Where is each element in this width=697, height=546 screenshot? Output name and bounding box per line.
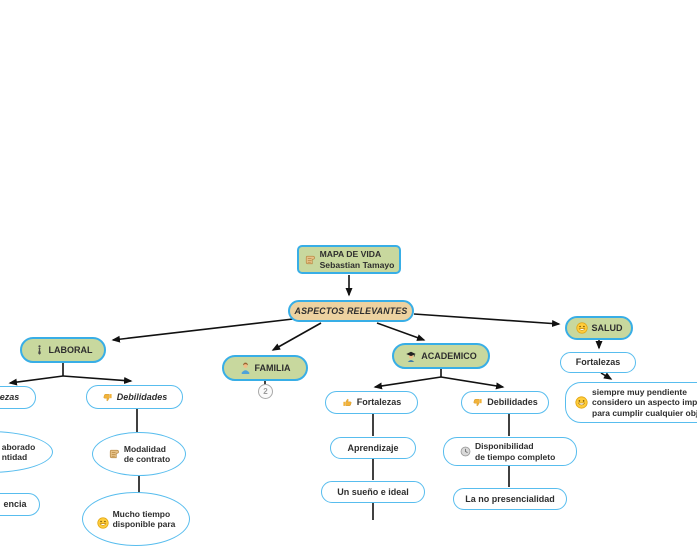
node-mapa-de-vida[interactable]: MAPA DE VIDA Sebastian Tamayo xyxy=(297,245,401,274)
node-aspectos-relevantes[interactable]: ASPECTOS RELEVANTES xyxy=(288,300,414,322)
smiley-icon xyxy=(575,396,588,409)
node-modalidad-contrato[interactable]: Modalidad de contrato xyxy=(92,432,186,476)
node-salud-fortalezas[interactable]: Fortalezas xyxy=(560,352,636,373)
node-academico-fortalezas[interactable]: Fortalezas xyxy=(325,391,418,414)
thumbs-down-icon xyxy=(102,392,113,403)
node-laboral-debilidades[interactable]: Debilidades xyxy=(86,385,183,409)
node-disponibilidad[interactable]: Disponibilidad de tiempo completo xyxy=(443,437,577,466)
node-familia[interactable]: FAMILIA xyxy=(222,355,308,381)
node-academico[interactable]: ACADEMICO xyxy=(392,343,490,369)
scroll-icon xyxy=(304,254,316,266)
person-icon xyxy=(240,362,251,375)
node-laboral[interactable]: LABORAL xyxy=(20,337,106,363)
scroll-icon xyxy=(108,448,120,460)
root-title: MAPA DE VIDA Sebastian Tamayo xyxy=(319,249,395,270)
node-laboral-item-b[interactable]: encia xyxy=(0,493,40,516)
smiley-icon xyxy=(575,322,588,334)
connector-layer xyxy=(8,275,613,520)
clock-icon xyxy=(460,446,471,457)
graduate-icon xyxy=(405,350,417,363)
node-salud-nota[interactable]: siempre muy pendiente considero un aspec… xyxy=(565,382,697,423)
collapsed-children-badge[interactable]: 2 xyxy=(258,384,273,399)
node-salud[interactable]: SALUD xyxy=(565,316,633,340)
node-la-no-presencialidad[interactable]: La no presencialidad xyxy=(453,488,567,510)
necktie-icon xyxy=(34,344,45,356)
node-un-sueno-e-ideal[interactable]: Un sueño e ideal xyxy=(321,481,425,503)
node-mucho-tiempo[interactable]: Mucho tiempo disponible para xyxy=(82,492,190,546)
node-laboral-fortalezas[interactable]: Fortalezas xyxy=(0,386,36,409)
thumbs-up-icon xyxy=(342,397,353,408)
node-aprendizaje[interactable]: Aprendizaje xyxy=(330,437,416,459)
smiley-icon xyxy=(96,517,109,529)
node-academico-debilidades[interactable]: Debilidades xyxy=(461,391,549,414)
thumbs-down-icon xyxy=(472,397,483,408)
